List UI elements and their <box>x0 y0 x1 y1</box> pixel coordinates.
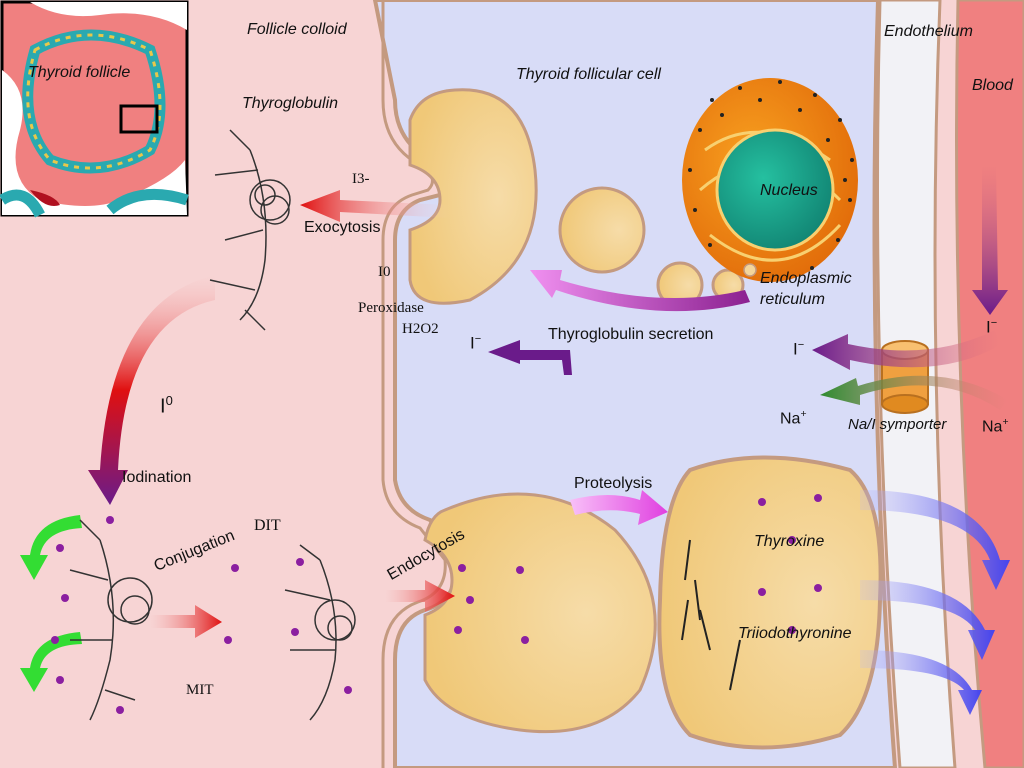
iodide-transport-arrow <box>488 340 572 375</box>
reticulum-label: reticulum <box>760 291 825 308</box>
proteolysis-arrow <box>570 490 668 525</box>
thyroglobulin-label: Thyroglobulin <box>242 95 339 112</box>
endocytosis-arrow <box>385 580 455 612</box>
iodination-green-arrow-top <box>20 515 82 580</box>
hormone-release-arrows <box>860 490 1010 715</box>
iodination-label: Iodination <box>122 469 192 486</box>
degraded-protein-fragments <box>681 539 741 691</box>
thyroglobulin-secretion-label: Thyroglobulin secretion <box>548 326 714 343</box>
sodium-left-label: Na+ <box>780 409 807 428</box>
nucleus-label: Nucleus <box>760 182 818 199</box>
i0-large-label: I0 <box>160 393 173 418</box>
peroxidase-label: Peroxidase <box>358 300 424 316</box>
blood-vessel <box>955 0 1024 768</box>
iodide-blood-label: I− <box>986 317 998 337</box>
i3-label: I3- <box>352 171 370 187</box>
iodide-left-label: I− <box>470 333 482 353</box>
thyroglobulin-molecule-bottom <box>69 519 153 721</box>
conjugation-arrow <box>150 605 222 638</box>
exocytosis-vesicle <box>408 88 538 305</box>
dit-label: DIT <box>254 517 281 534</box>
iodination-green-arrow-bottom <box>20 632 82 692</box>
endocytosis-vesicle <box>423 492 657 734</box>
blood-label: Blood <box>972 77 1013 94</box>
iodinated-molecule-middle <box>284 544 356 721</box>
endoplasmic-label: Endoplasmic <box>760 270 852 287</box>
thyroid-follicular-cell-label: Thyroid follicular cell <box>516 66 661 83</box>
thyroxine-label: Thyroxine <box>754 533 825 550</box>
thyroglobulin-secretion-arrow <box>530 270 750 312</box>
h2o2-label: H2O2 <box>402 321 439 337</box>
follicle-colloid-label: Follicle colloid <box>247 21 347 38</box>
proteolysis-label: Proteolysis <box>574 475 653 492</box>
endothelium-label: Endothelium <box>884 23 973 40</box>
secretory-vesicle-large <box>558 186 646 274</box>
proteolysis-vesicle <box>657 455 883 750</box>
iodine-atoms <box>51 494 822 714</box>
iodide-symporter-label: I− <box>793 339 805 359</box>
thyroglobulin-molecule-top <box>209 129 291 331</box>
i0-small-label: I0 <box>378 264 391 280</box>
inset-title: Thyroid follicle <box>28 64 131 81</box>
symporter-iodide-arrow <box>812 330 1000 370</box>
iodination-curve-arrow <box>88 275 215 505</box>
exocytosis-arrow <box>300 190 450 222</box>
triiodothyronine-label: Triiodothyronine <box>738 625 852 642</box>
exocytosis-label: Exocytosis <box>304 219 381 236</box>
thyroid-follicle-inset <box>0 0 189 218</box>
blood-iodide-arrow <box>972 165 1008 315</box>
mit-label: MIT <box>186 682 214 698</box>
nucleus-er-complex <box>682 78 858 282</box>
nucleus <box>715 128 835 252</box>
sodium-right-label: Na+ <box>982 417 1009 436</box>
symporter-label: Na/I symporter <box>848 416 947 433</box>
symporter-sodium-arrow <box>820 375 1008 410</box>
